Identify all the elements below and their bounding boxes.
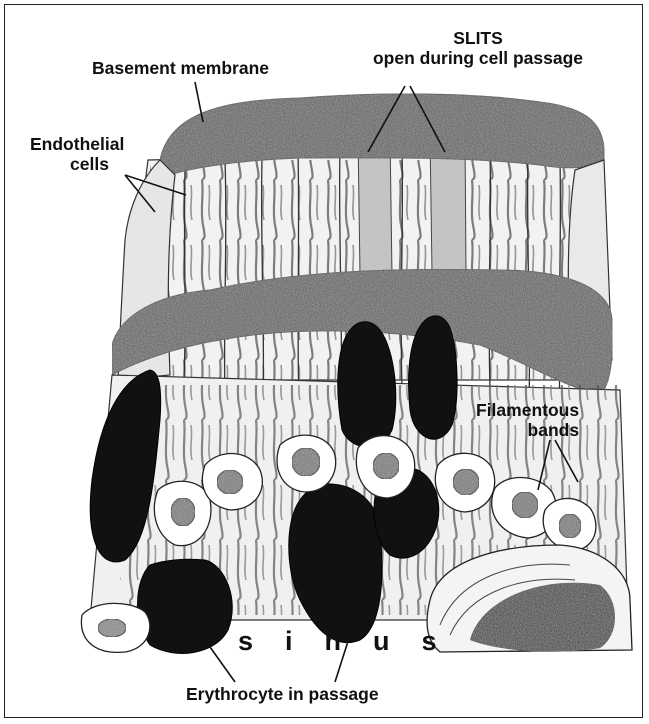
label-endothelial-line2: cells	[30, 154, 124, 174]
label-basement-membrane-text: Basement membrane	[92, 58, 269, 78]
label-endothelial-cells: Endothelial cells	[30, 134, 124, 174]
label-filamentous-bands: Filamentous bands	[476, 400, 579, 440]
label-slits-line1: SLITS	[338, 28, 618, 48]
label-filamentous-line1: Filamentous	[476, 400, 579, 420]
label-erythrocyte-text: Erythrocyte in passage	[186, 684, 379, 704]
erythrocyte-bottom-left	[138, 559, 233, 653]
label-erythrocyte-in-passage: Erythrocyte in passage	[186, 684, 379, 704]
label-slits: SLITS open during cell passage	[338, 28, 618, 68]
leader-erythrocyte-1	[205, 640, 235, 682]
erythrocyte-center-upper-right	[409, 316, 458, 439]
label-basement-membrane: Basement membrane	[92, 58, 269, 78]
label-sinus: sinus	[238, 626, 469, 657]
label-endothelial-line1: Endothelial	[30, 134, 124, 154]
label-slits-line2: open during cell passage	[338, 48, 618, 68]
label-filamentous-line2: bands	[476, 420, 579, 440]
